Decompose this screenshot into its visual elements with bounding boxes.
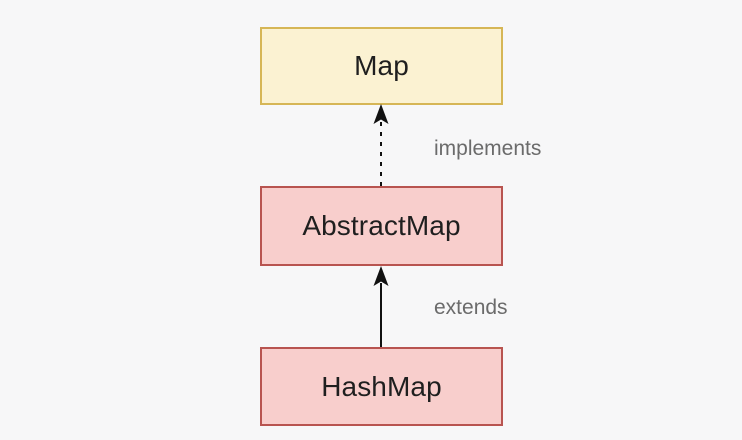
class-node-abstractmap-label: AbstractMap <box>302 210 461 241</box>
edge-label-implements: implements <box>434 137 542 160</box>
class-node-hashmap-label: HashMap <box>321 370 442 402</box>
class-node-map[interactable]: Map <box>260 27 503 105</box>
edge-implements-arrowhead-icon <box>373 104 389 124</box>
edge-extends-arrowhead-icon <box>373 266 389 286</box>
class-node-hashmap[interactable]: HashMap <box>260 347 503 426</box>
edge-implements <box>373 104 389 186</box>
edge-label-extends: extends <box>434 296 508 319</box>
edge-extends <box>373 266 389 347</box>
class-node-map-label: Map <box>354 50 409 81</box>
class-node-abstractmap[interactable]: AbstractMap <box>260 186 503 266</box>
